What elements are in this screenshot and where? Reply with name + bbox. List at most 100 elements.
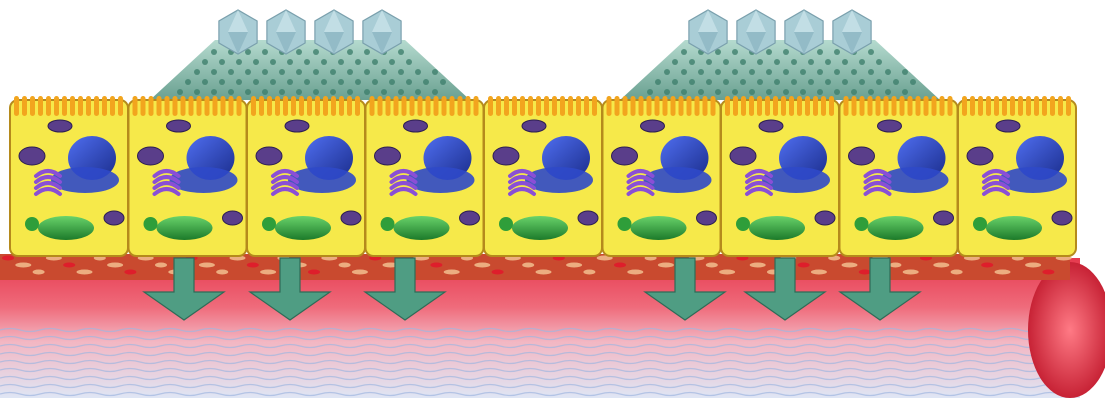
virus-dot xyxy=(228,89,234,95)
virus-dot xyxy=(681,89,687,95)
microvillus xyxy=(647,96,652,116)
virus-dot xyxy=(296,89,302,95)
virus-dot xyxy=(723,79,729,85)
virus-dot xyxy=(732,89,738,95)
tissue-cell xyxy=(798,263,810,268)
virus-dot xyxy=(681,49,687,55)
virus-dot xyxy=(885,89,891,95)
microvillus xyxy=(932,96,937,116)
microvillus xyxy=(110,96,115,116)
tissue-cell xyxy=(199,263,215,268)
tissue-cell xyxy=(1042,270,1054,275)
virus-dot xyxy=(415,89,421,95)
virus-dot xyxy=(211,49,217,55)
virus-dot xyxy=(398,69,404,75)
virus-dot xyxy=(355,59,361,65)
virus-dot xyxy=(202,79,208,85)
epithelial-cell-row xyxy=(10,96,1076,256)
virus-dot xyxy=(253,79,259,85)
microvillus xyxy=(884,96,889,116)
tissue-cell xyxy=(658,263,674,268)
virus-dot xyxy=(253,59,259,65)
microvillus xyxy=(852,96,857,116)
virus-dot xyxy=(194,69,200,75)
virus-dot xyxy=(313,89,319,95)
microvillus xyxy=(118,96,123,116)
tissue-cell xyxy=(566,263,582,268)
microvillus xyxy=(703,96,708,116)
mitochondrion xyxy=(967,147,993,165)
microvillus xyxy=(860,96,865,116)
microvillus xyxy=(528,96,533,116)
virus-dot xyxy=(321,59,327,65)
mitochondrion xyxy=(223,211,243,225)
virus-dot xyxy=(211,89,217,95)
tissue-cell xyxy=(522,263,534,268)
virus-dot xyxy=(415,69,421,75)
virus-dot xyxy=(432,69,438,75)
microvillus xyxy=(892,96,897,116)
virus-dot xyxy=(304,59,310,65)
microvillus xyxy=(741,96,746,116)
microvillus xyxy=(141,96,146,116)
microvillus xyxy=(378,96,383,116)
virus-group xyxy=(620,10,940,100)
virus-dot xyxy=(262,89,268,95)
virus-dot xyxy=(304,79,310,85)
virus-dot xyxy=(202,59,208,65)
endoplasmic-reticulum xyxy=(275,216,331,240)
microvillus xyxy=(474,96,479,116)
microvillus xyxy=(189,96,194,116)
virus-dot xyxy=(245,69,251,75)
microvillus xyxy=(789,96,794,116)
virus-dot xyxy=(372,79,378,85)
virus-dot xyxy=(817,49,823,55)
mitochondrion xyxy=(256,147,282,165)
microvillus xyxy=(466,96,471,116)
virus-dot xyxy=(868,69,874,75)
microvillus xyxy=(844,96,849,116)
microvillus xyxy=(520,96,525,116)
tissue-cell xyxy=(995,270,1011,275)
virus-dot xyxy=(817,69,823,75)
endoplasmic-reticulum xyxy=(631,216,687,240)
tissue-cell xyxy=(474,263,490,268)
microvillus xyxy=(552,96,557,116)
tissue-cell xyxy=(750,263,766,268)
tissue-cell xyxy=(430,263,442,268)
microvillus xyxy=(370,96,375,116)
mitochondrion xyxy=(612,147,638,165)
virus-dot xyxy=(757,79,763,85)
virus-dot xyxy=(715,89,721,95)
epithelial-cell xyxy=(247,96,365,256)
microvillus xyxy=(687,96,692,116)
microvillus xyxy=(458,96,463,116)
virus-dot xyxy=(236,59,242,65)
tissue-cell xyxy=(706,263,718,268)
microvillus xyxy=(607,96,612,116)
virus-dot xyxy=(893,79,899,85)
microvillus xyxy=(213,96,218,116)
virus-dot xyxy=(279,89,285,95)
microvillus xyxy=(1026,96,1031,116)
microvillus xyxy=(181,96,186,116)
mitochondrion xyxy=(815,211,835,225)
microvillus xyxy=(229,96,234,116)
microvillus xyxy=(1058,96,1063,116)
microvillus xyxy=(133,96,138,116)
microvillus xyxy=(623,96,628,116)
microvillus xyxy=(267,96,272,116)
endoplasmic-reticulum xyxy=(749,216,805,240)
microvillus xyxy=(339,96,344,116)
microvillus xyxy=(386,96,391,116)
microvillus xyxy=(259,96,264,116)
mitochondrion xyxy=(730,147,756,165)
microvillus xyxy=(1042,96,1047,116)
microvillus xyxy=(496,96,501,116)
mitochondrion xyxy=(341,211,361,225)
microvillus xyxy=(102,96,107,116)
virus-dot xyxy=(791,59,797,65)
tissue-cell xyxy=(107,263,123,268)
virus-dot xyxy=(732,69,738,75)
